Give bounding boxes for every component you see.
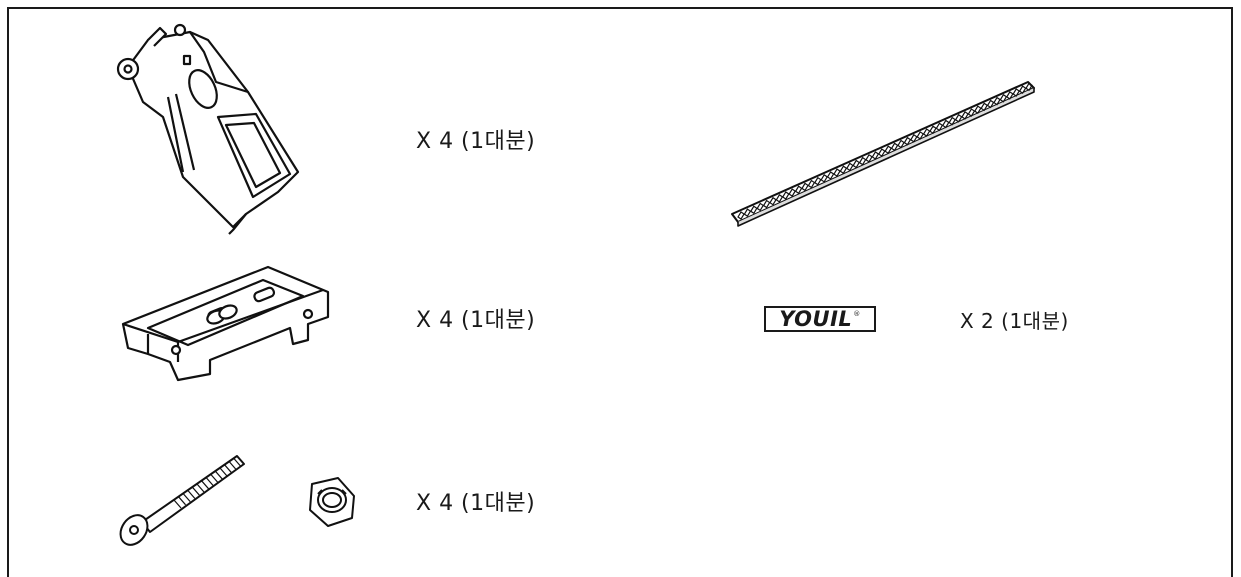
nut-icon — [309, 477, 355, 527]
bolt-icon — [119, 455, 245, 546]
bolt-nut-quantity: X 4 (1대분) — [416, 491, 536, 516]
foot-pad-quantity: X 4 (1대분) — [416, 308, 536, 333]
rail-strip-icon — [731, 81, 1035, 227]
youil-logo: YOUIL® — [764, 306, 876, 332]
foot-pad-icon — [121, 265, 330, 382]
foot-bracket-icon — [116, 23, 300, 235]
parts-list-frame — [7, 7, 1233, 577]
logo-part-quantity: X 2 (1대분) — [960, 309, 1069, 333]
foot-bracket-quantity: X 4 (1대분) — [416, 129, 536, 154]
